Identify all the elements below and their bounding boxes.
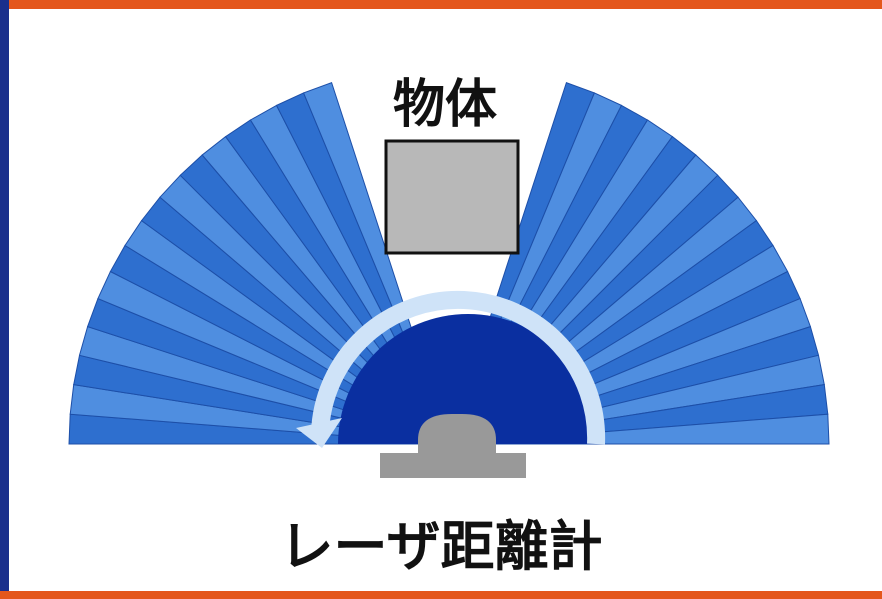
rotation-arrow-icon — [296, 290, 606, 448]
object-block — [384, 139, 520, 255]
border-bottom — [0, 591, 882, 599]
laser-rangefinder-icon — [380, 414, 526, 478]
border-top — [0, 0, 882, 9]
scanner-label: レーザ距離計 — [279, 515, 603, 578]
inner-scan-area — [338, 314, 598, 444]
object-label: 物体 — [392, 75, 497, 135]
border-left — [0, 0, 9, 599]
